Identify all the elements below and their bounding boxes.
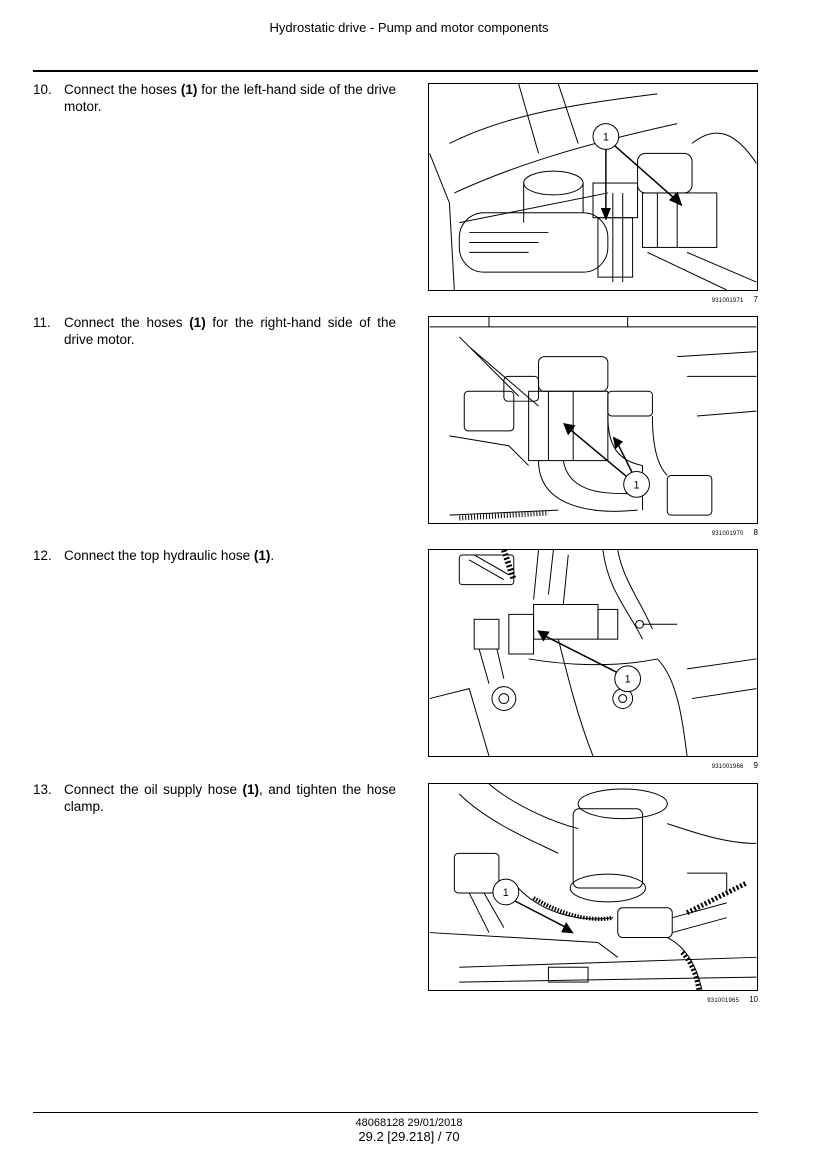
step-number: 11.: [33, 315, 51, 330]
figure-number: 7: [753, 295, 758, 304]
figure-caption: 931001965 10: [428, 995, 758, 1006]
figure-10-illustration: 1: [428, 783, 758, 991]
step-text: Connect the hoses (1) for the left-hand …: [64, 82, 396, 114]
figure-caption: 931001970 8: [428, 528, 758, 539]
callout-label: 1: [603, 131, 609, 143]
step-number: 10.: [33, 82, 52, 97]
hose-connection-drawing: 1: [429, 784, 757, 990]
page-number: 29.2 [29.218] / 70: [358, 1129, 460, 1144]
footer-rule: [33, 1112, 758, 1113]
hose-connection-drawing: 1: [429, 84, 757, 290]
step-number: 12.: [33, 548, 52, 563]
figure-code: 931001966: [711, 764, 744, 770]
figure-7-illustration: 1: [428, 83, 758, 291]
step-number: 13.: [33, 782, 52, 797]
step-text: Connect the hoses (1) for the right-hand…: [64, 315, 397, 347]
page-header: Hydrostatic drive - Pump and motor compo…: [269, 20, 549, 35]
figure-number: 8: [753, 528, 758, 537]
header-rule: [33, 70, 758, 72]
figure-caption: 931001971 7: [428, 295, 758, 306]
figure-caption: 931001966 9: [428, 761, 758, 772]
step-text: Connect the oil supply hose (1), and tig…: [64, 782, 396, 814]
callout-label: 1: [625, 674, 631, 686]
hose-connection-drawing: 1: [429, 550, 757, 756]
callout-label: 1: [503, 887, 509, 899]
step-13: 13. Connect the oil supply hose (1), and…: [33, 781, 396, 815]
figure-number: 9: [753, 761, 758, 770]
figure-9-illustration: 1: [428, 549, 758, 757]
figure-code: 931001965: [707, 998, 740, 1004]
figure-code: 931001970: [711, 531, 744, 537]
document-reference: 48068128 29/01/2018: [355, 1117, 463, 1129]
hose-connection-drawing: 1: [429, 317, 757, 521]
step-11: 11. Connect the hoses (1) for the right-…: [33, 314, 396, 348]
step-12: 12. Connect the top hydraulic hose (1).: [33, 547, 396, 564]
figure-code: 931001971: [711, 298, 744, 304]
callout-label: 1: [634, 479, 640, 491]
figure-8-illustration: 1: [428, 316, 758, 524]
page-footer: 48068128 29/01/2018 29.2 [29.218] / 70: [0, 1116, 818, 1144]
step-10: 10. Connect the hoses (1) for the left-h…: [33, 81, 396, 115]
figure-number: 10: [749, 995, 758, 1004]
step-text: Connect the top hydraulic hose (1).: [64, 548, 275, 563]
